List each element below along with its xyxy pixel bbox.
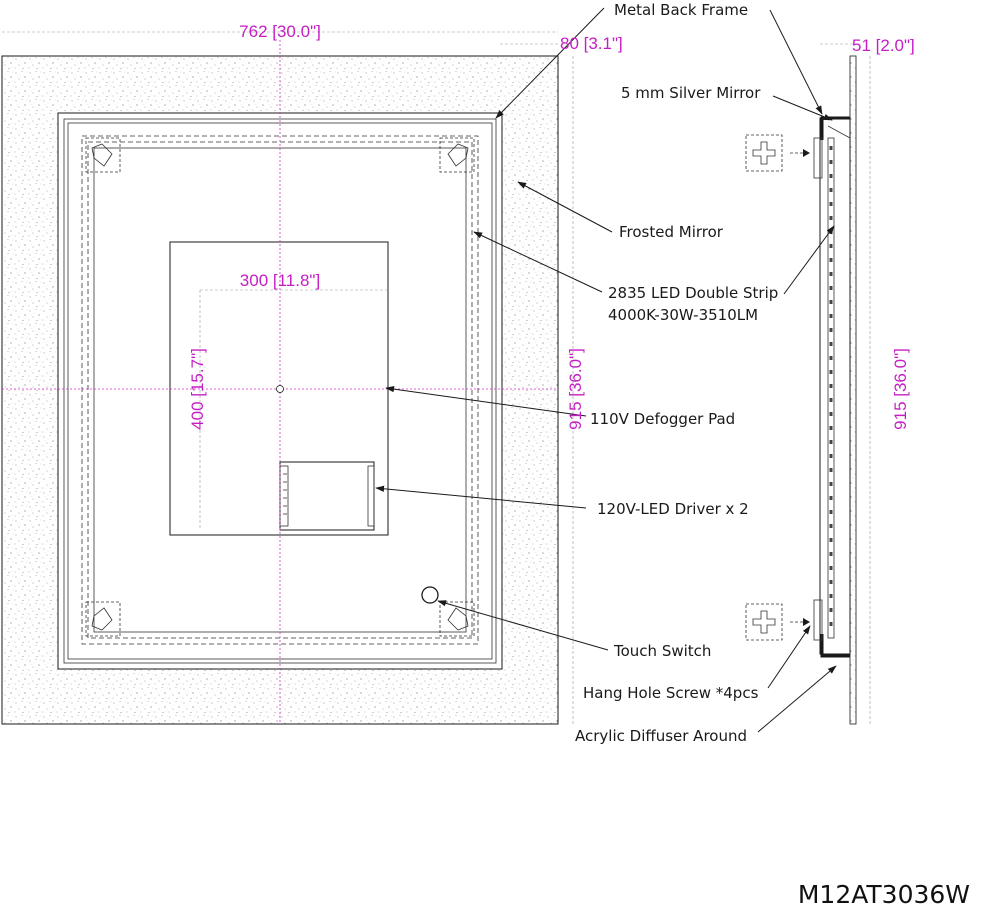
led-chip <box>829 202 833 206</box>
led-chip <box>829 412 833 416</box>
depth-dimension: 51 [2.0"] <box>852 36 915 55</box>
led-chip <box>829 342 833 346</box>
led-chip <box>829 398 833 402</box>
hang-hole-screw-top <box>745 134 810 172</box>
led-chip <box>829 510 833 514</box>
led-chip <box>829 188 833 192</box>
led-chip <box>829 244 833 248</box>
led-chip <box>829 160 833 164</box>
side-height-dimension: 915 [36.0"] <box>891 348 910 430</box>
pad-width-dimension: 300 [11.8"] <box>240 271 320 290</box>
led-chip <box>829 384 833 388</box>
led-chip <box>829 174 833 178</box>
led-chip <box>829 146 833 150</box>
label-touch-switch: Touch Switch <box>613 642 711 660</box>
label-acrylic-diffuser: Acrylic Diffuser Around <box>575 727 747 745</box>
overall-width-dimension: 762 [30.0"] <box>239 22 321 41</box>
corner-bracket-top-right <box>439 137 475 173</box>
label-frosted-mirror: Frosted Mirror <box>619 223 724 241</box>
touch-switch-button[interactable] <box>421 586 439 604</box>
label-led-driver: 120V-LED Driver x 2 <box>597 500 749 518</box>
label-defogger-pad: 110V Defogger Pad <box>590 410 735 428</box>
label-hang-hole-screw: Hang Hole Screw *4pcs <box>583 684 759 702</box>
led-chip <box>829 328 833 332</box>
metal-back-frame-top <box>820 116 850 140</box>
led-chip <box>829 552 833 556</box>
led-chip <box>829 580 833 584</box>
led-chip <box>829 566 833 570</box>
led-chip <box>829 314 833 318</box>
border-width-dimension: 80 [3.1"] <box>560 34 623 53</box>
led-chip <box>829 216 833 220</box>
led-chip <box>829 454 833 458</box>
corner-bracket-bottom-left <box>85 601 121 637</box>
led-chip <box>829 370 833 374</box>
led-chip <box>829 538 833 542</box>
label-silver-mirror: 5 mm Silver Mirror <box>621 84 761 102</box>
led-chip <box>829 594 833 598</box>
led-chip <box>829 608 833 612</box>
led-chip <box>829 482 833 486</box>
led-chip <box>829 258 833 262</box>
side-view <box>745 43 871 725</box>
led-chip <box>829 356 833 360</box>
corner-bracket-bottom-right <box>439 601 475 637</box>
corner-bracket-top-left <box>85 137 121 173</box>
callout-leaders <box>375 7 837 733</box>
led-chip <box>829 440 833 444</box>
led-chip <box>829 622 833 626</box>
metal-back-frame-bottom <box>820 634 850 658</box>
led-dots <box>829 146 833 626</box>
label-led-strip: 2835 LED Double Strip <box>608 284 778 302</box>
pad-height-dimension: 400 [15.7"] <box>188 348 207 430</box>
front-height-dimension: 915 [36.0"] <box>566 348 585 430</box>
label-metal-back-frame: Metal Back Frame <box>614 1 748 19</box>
side-glass-edge <box>849 55 857 725</box>
model-number: M12AT3036W <box>798 880 970 908</box>
led-chip <box>829 468 833 472</box>
led-chip <box>829 524 833 528</box>
led-chip <box>829 426 833 430</box>
led-chip <box>829 272 833 276</box>
led-strip-outline <box>81 135 479 645</box>
front-view <box>1 31 574 725</box>
led-driver-box <box>279 461 375 531</box>
label-led-spec: 4000K-30W-3510LM <box>608 306 758 324</box>
led-chip <box>829 286 833 290</box>
led-chip <box>829 300 833 304</box>
led-chip <box>829 496 833 500</box>
hang-hole-screw-bottom <box>745 603 810 641</box>
